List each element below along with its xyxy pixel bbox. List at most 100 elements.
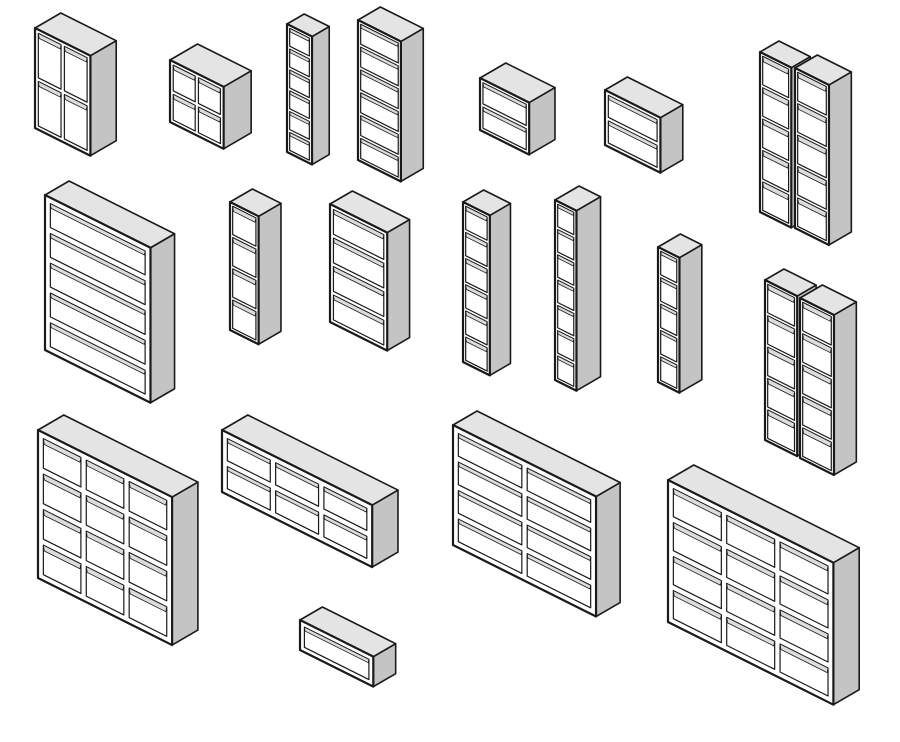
- shelf-cell-shade: [226, 466, 271, 493]
- unit-side-panel: [171, 481, 199, 646]
- shelf-cell-shade: [672, 556, 722, 586]
- shelving-unit: [798, 284, 858, 477]
- shelf-cell-shade: [672, 488, 722, 518]
- shelf-cell-shade: [762, 55, 790, 75]
- unit-front-frame: [451, 423, 598, 618]
- shelf-cell-shade: [49, 262, 146, 315]
- shelving-unit: [328, 190, 411, 352]
- shelf-cell-shade: [767, 378, 795, 398]
- shelf-cell-shade: [557, 203, 575, 216]
- shelf-cell-shade: [465, 258, 488, 274]
- shelf-cell-shade: [303, 626, 370, 664]
- shelf-cell-shade: [660, 303, 678, 316]
- shelf-cell-shade: [726, 616, 776, 647]
- shelving-unit: [43, 180, 176, 404]
- shelf-cell-shade: [526, 553, 592, 590]
- shelf-cell-shade: [323, 514, 368, 541]
- shelf-cell-shade: [85, 566, 125, 591]
- shelf-cell-shade: [779, 575, 829, 606]
- shelf-cell-shade: [557, 305, 575, 317]
- unit-side-panel: [595, 481, 621, 618]
- unit-front-frame: [666, 478, 835, 706]
- shelf-cell-shade: [557, 229, 575, 242]
- shelf-cell-shade: [767, 409, 795, 429]
- shelf-cell-shade: [289, 132, 310, 146]
- unit-side-panel: [489, 202, 512, 377]
- shelf-cell-shade: [333, 266, 385, 297]
- shelf-cell-shade: [360, 115, 399, 139]
- shelf-cell-shade: [323, 486, 368, 513]
- shelf-cell-shade: [797, 197, 827, 218]
- shelf-cell-shade: [172, 94, 196, 110]
- shelving-unit: [666, 464, 860, 706]
- shelf-cell-shade: [232, 205, 257, 223]
- shelf-cell-shade: [360, 69, 399, 93]
- unit-side-panel: [832, 546, 860, 706]
- shelf-cell-shade: [360, 138, 399, 161]
- shelf-cell-shade: [42, 438, 82, 463]
- shelf-cell-shade: [128, 481, 168, 506]
- shelving-unit: [793, 54, 853, 247]
- shelf-cell-shade: [457, 490, 523, 527]
- unit-side-panel: [89, 39, 118, 157]
- shelf-cell-shade: [465, 336, 488, 353]
- shelf-cell-shade: [333, 294, 385, 325]
- shelf-cell-shade: [465, 284, 488, 300]
- shelf-cell-shade: [607, 120, 658, 150]
- shelf-cell-shade: [289, 69, 310, 84]
- unit-side-panel: [311, 25, 331, 166]
- shelf-cell-shade: [360, 92, 399, 116]
- shelving-unit: [553, 185, 602, 392]
- shelf-cell-shade: [232, 237, 257, 254]
- shelf-cell-shade: [726, 514, 776, 545]
- shelf-cell-shade: [360, 23, 399, 47]
- shelf-cell-shade: [172, 64, 196, 81]
- shelving-unit: [298, 606, 397, 688]
- shelf-cell-shade: [128, 516, 168, 542]
- shelf-cell-shade: [762, 118, 790, 138]
- shelf-cell-shade: [49, 322, 146, 375]
- shelf-cell-shade: [333, 237, 385, 268]
- shelf-cell-shade: [526, 496, 592, 533]
- shelf-cell-shade: [779, 643, 829, 674]
- shelf-cell-shade: [465, 205, 488, 222]
- shelf-cell-shade: [42, 509, 82, 534]
- shelf-cell-shade: [128, 587, 168, 613]
- shelf-cell-shade: [37, 81, 62, 98]
- shelf-cell-shade: [762, 87, 790, 106]
- shelving-unit: [220, 414, 399, 569]
- shelf-cell-shade: [797, 166, 827, 186]
- unit-side-panel: [149, 232, 176, 404]
- shelf-cell-shade: [128, 552, 168, 577]
- shelf-cell-shade: [49, 292, 146, 345]
- shelf-cell-shade: [226, 438, 271, 465]
- shelf-cell-shade: [85, 495, 125, 520]
- shelf-cell-shade: [232, 299, 257, 317]
- shelf-cell-shade: [465, 310, 488, 326]
- shelf-cell-shade: [289, 111, 310, 125]
- shelf-cell-shade: [607, 94, 658, 124]
- unit-side-panel: [257, 202, 282, 346]
- shelving-unit: [656, 233, 703, 394]
- shelf-cell-shade: [802, 333, 832, 354]
- shelf-cell-shade: [42, 473, 82, 499]
- shelving-unit: [478, 62, 556, 156]
- shelf-cell-shade: [660, 277, 678, 290]
- shelving-unit: [451, 410, 621, 618]
- shelf-cell-shade: [37, 32, 62, 50]
- shelf-cell-shade: [557, 279, 575, 292]
- shelf-cell-shade: [465, 232, 488, 248]
- shelf-cell-shade: [802, 364, 832, 385]
- shelf-cell-shade: [289, 90, 310, 104]
- shelf-cell-shade: [660, 356, 678, 369]
- shelf-cell-shade: [802, 396, 832, 416]
- shelf-cell-shade: [49, 203, 146, 256]
- shelf-cell-shade: [457, 461, 523, 499]
- shelf-cell-shade: [797, 134, 827, 155]
- shelf-cell-shade: [779, 609, 829, 640]
- shelf-cell-shade: [275, 490, 319, 517]
- shelf-cell-shade: [198, 77, 221, 94]
- shelf-cell-shade: [457, 433, 523, 470]
- shelf-cell-shade: [333, 209, 385, 240]
